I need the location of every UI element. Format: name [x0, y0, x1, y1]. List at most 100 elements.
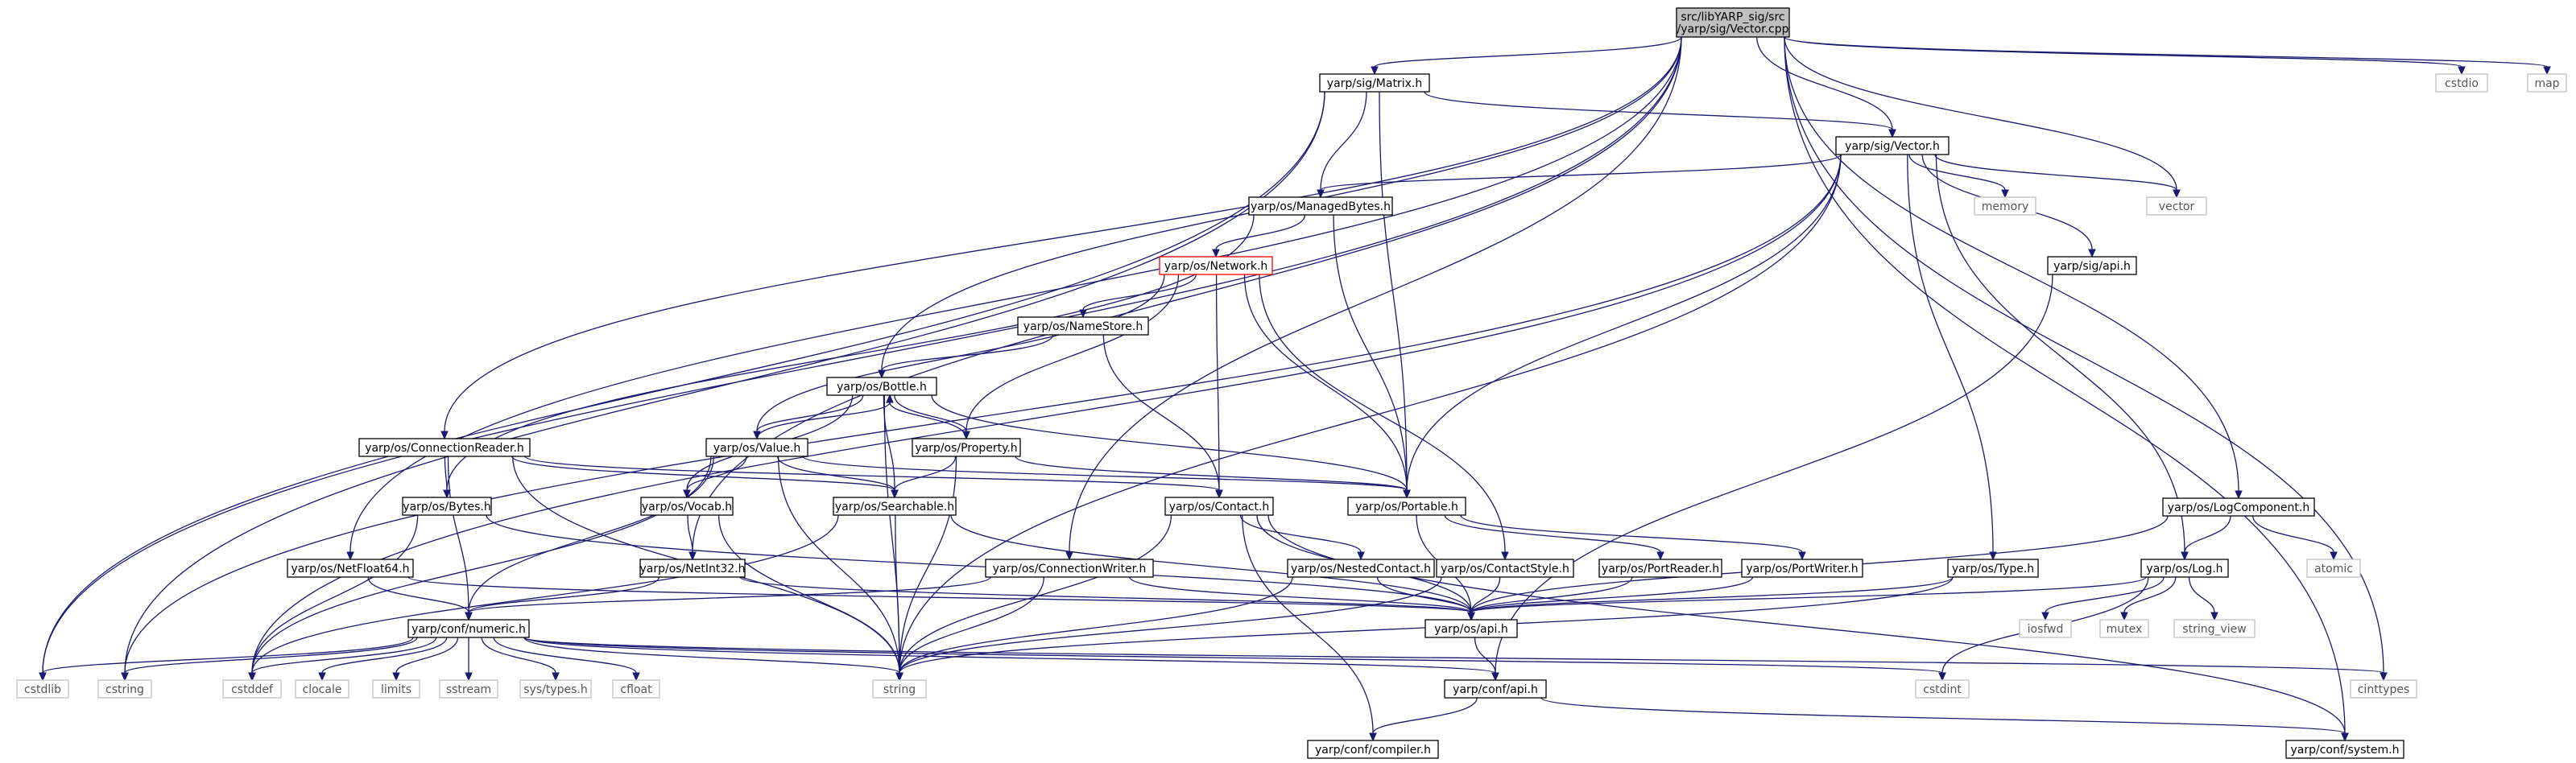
node-system[interactable]: yarp/conf/system.h — [2285, 740, 2404, 759]
edge-vocab-to-string — [717, 514, 900, 674]
arrowhead-vector_h-to-sigapi — [2088, 249, 2096, 258]
node-box-contact — [1164, 497, 1274, 516]
node-label-nestedcontact: yarp/os/NestedContact.h — [1291, 563, 1431, 575]
edge-searchable-to-osapi — [950, 514, 1472, 613]
edge-property-to-bottle — [889, 402, 967, 439]
node-box-namestore — [1017, 316, 1149, 336]
node-compiler[interactable]: yarp/conf/compiler.h — [1307, 740, 1439, 759]
arrowhead-numeric-to-cinttypes — [2380, 672, 2388, 682]
node-logcomponent[interactable]: yarp/os/LogComponent.h — [2162, 497, 2315, 517]
arrowhead-connreader-to-bytes — [443, 489, 451, 499]
node-osapi[interactable]: yarp/os/api.h — [1424, 619, 1518, 638]
node-root[interactable]: src/libYARP_sig/src/yarp/sig/Vector.cpp — [1676, 7, 1790, 38]
node-netint32[interactable]: yarp/os/NetInt32.h — [639, 559, 746, 578]
edge-vector_h-to-portable — [1406, 154, 1842, 491]
node-cstdint: cstdint — [1915, 679, 1970, 699]
node-vector_h[interactable]: yarp/sig/Vector.h — [1835, 136, 1950, 155]
edge-property-to-portable — [1015, 456, 1408, 491]
edge-vector_h-to-memory — [1908, 154, 2006, 191]
node-box-cstdlib — [16, 679, 69, 699]
node-namestore[interactable]: yarp/os/NameStore.h — [1017, 316, 1149, 336]
node-box-vector — [2146, 196, 2207, 216]
arrowhead-connwriter-to-numeric — [465, 612, 473, 621]
edge-connreader-to-contact — [524, 456, 1220, 491]
node-bytes[interactable]: yarp/os/Bytes.h — [402, 497, 492, 516]
node-label-cstdlib: cstdlib — [24, 683, 61, 696]
node-nestedcontact[interactable]: yarp/os/NestedContact.h — [1287, 559, 1435, 578]
node-label-system: yarp/conf/system.h — [2291, 744, 2400, 757]
node-matrix[interactable]: yarp/sig/Matrix.h — [1319, 73, 1430, 93]
arrowhead-vector_h-to-memory — [2001, 189, 2009, 199]
node-box-nestedcontact — [1287, 559, 1435, 578]
edge-network-to-contactstyle — [1259, 274, 1506, 553]
node-confapi[interactable]: yarp/conf/api.h — [1444, 679, 1547, 699]
node-numeric[interactable]: yarp/conf/numeric.h — [407, 619, 530, 638]
arrowhead-root-to-connreader — [440, 431, 449, 440]
node-box-connwriter — [985, 559, 1154, 578]
edge-value-to-string — [777, 456, 900, 674]
arrowhead-log-to-iosfwd — [2041, 612, 2049, 621]
node-box-value — [705, 438, 808, 457]
arrowhead-value-to-vocab — [683, 489, 691, 499]
edge-log-to-iosfwd — [2045, 576, 2165, 613]
arrowhead-root-to-map — [2543, 66, 2551, 76]
node-netfloat64[interactable]: yarp/os/NetFloat64.h — [287, 559, 414, 578]
edge-nestedcontact-to-osapi — [1376, 576, 1472, 613]
node-type[interactable]: yarp/os/Type.h — [1947, 559, 2039, 578]
node-box-osapi — [1424, 619, 1518, 638]
arrowhead-numeric-to-sstream — [465, 672, 473, 682]
node-portwriter[interactable]: yarp/os/PortWriter.h — [1741, 559, 1863, 578]
node-box-atomic — [2306, 559, 2361, 578]
node-property[interactable]: yarp/os/Property.h — [912, 438, 1021, 457]
arrowhead-numeric-to-cstdint — [1938, 672, 1946, 682]
node-box-mutex — [2099, 619, 2149, 638]
node-connwriter[interactable]: yarp/os/ConnectionWriter.h — [985, 559, 1154, 578]
node-box-cfloat — [612, 679, 660, 699]
edge-connreader-to-numeric — [447, 456, 469, 613]
node-string_view: string_view — [2173, 619, 2256, 638]
node-connreader[interactable]: yarp/os/ConnectionReader.h — [358, 438, 531, 457]
node-string: string — [872, 679, 927, 699]
node-cstddef: cstddef — [222, 679, 282, 699]
node-label-netint32: yarp/os/NetInt32.h — [639, 563, 745, 575]
node-value[interactable]: yarp/os/Value.h — [705, 438, 808, 457]
node-label-cstddef: cstddef — [231, 683, 274, 696]
arrowhead-portable-to-portwriter — [1798, 551, 1806, 561]
edge-numeric-to-confapi — [523, 637, 1496, 674]
node-vocab[interactable]: yarp/os/Vocab.h — [640, 497, 734, 516]
node-searchable[interactable]: yarp/os/Searchable.h — [833, 497, 957, 516]
node-box-memory — [1974, 196, 2036, 216]
edge-network-to-namestore — [1082, 274, 1197, 311]
edge-connreader-to-bytes — [444, 456, 448, 491]
arrowhead-numeric-to-limits — [392, 672, 400, 682]
node-bottle[interactable]: yarp/os/Bottle.h — [826, 377, 937, 396]
node-box-managedbytes — [1248, 196, 1393, 216]
edge-logcomponent-to-atomic — [2252, 515, 2334, 553]
node-box-netint32 — [639, 559, 746, 578]
edge-matrix-to-cstring — [124, 91, 1325, 674]
node-portable[interactable]: yarp/os/Portable.h — [1347, 497, 1466, 516]
node-network[interactable]: yarp/os/Network.h — [1159, 256, 1273, 275]
edge-portable-to-portreader — [1444, 514, 1661, 553]
node-cstring: cstring — [97, 679, 152, 699]
edges-layer — [39, 36, 2551, 742]
node-label-cinttypes: cinttypes — [2358, 683, 2410, 696]
edge-logcomponent-to-log — [2184, 515, 2231, 553]
node-label-systypes: sys/types.h — [523, 683, 587, 696]
node-sigapi[interactable]: yarp/sig/api.h — [2047, 256, 2137, 275]
arrowhead-logcomponent-to-atomic — [2330, 551, 2338, 561]
arrowhead-numeric-to-clocale — [318, 672, 326, 682]
node-box-clocale — [295, 679, 349, 699]
node-contactstyle[interactable]: yarp/os/ContactStyle.h — [1436, 559, 1574, 578]
arrowhead-namestore-to-bottle — [878, 369, 886, 379]
arrowhead-portable-to-portreader — [1656, 551, 1664, 561]
node-label-clocale: clocale — [303, 683, 342, 696]
node-managedbytes[interactable]: yarp/os/ManagedBytes.h — [1248, 196, 1393, 216]
node-log[interactable]: yarp/os/Log.h — [2140, 559, 2229, 578]
node-contact[interactable]: yarp/os/Contact.h — [1164, 497, 1274, 516]
arrowhead-matrix-to-vector_h — [1888, 129, 1896, 138]
edge-type-to-osapi — [1470, 576, 1954, 613]
edge-value-to-bottle — [756, 402, 891, 439]
edge-vector_h-to-cstring — [124, 154, 1842, 674]
node-portreader[interactable]: yarp/os/PortReader.h — [1598, 559, 1722, 578]
